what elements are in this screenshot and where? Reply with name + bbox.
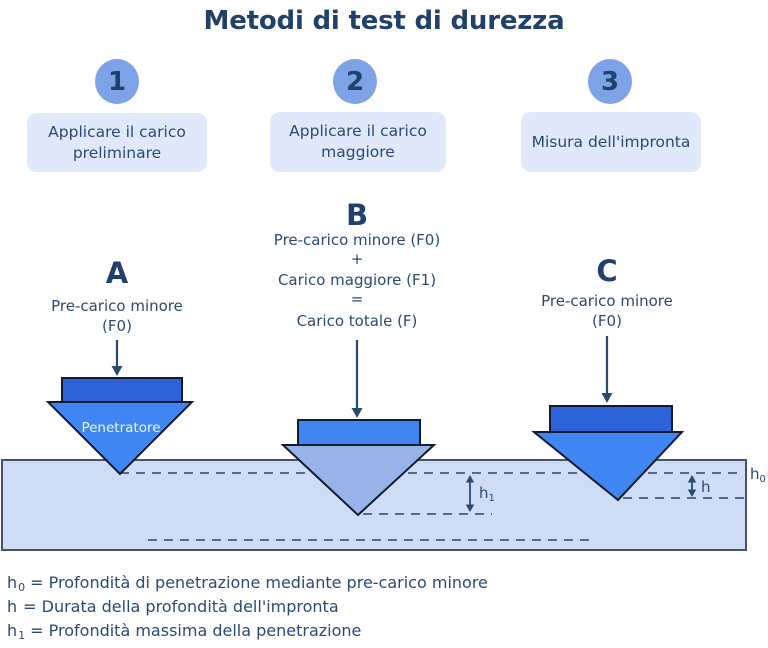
- legend-h1-sub: 1: [18, 629, 26, 642]
- penetrator-label: Penetratore: [81, 420, 160, 436]
- force-arrow-a-icon: [111, 340, 123, 376]
- legend-row-h1: h1 = Profondità massima della penetrazion…: [7, 619, 488, 643]
- h1-measure-arrow-icon: [465, 475, 475, 512]
- indentation-diagram: A Pre-carico minore (F0) B Pre-carico mi…: [1, 198, 766, 551]
- h0-label: h0: [750, 465, 766, 485]
- force-arrow-c-icon: [601, 336, 613, 403]
- step-box-apply-major-load: Applicare il carico maggiore: [270, 112, 446, 172]
- penetrator-b: [280, 419, 437, 517]
- step-circle-1: 1: [95, 59, 139, 104]
- stage-b-line-2: +: [351, 250, 364, 268]
- step-circle-2: 2: [333, 59, 377, 104]
- step-box-apply-preliminary-load: Applicare il carico preliminare: [27, 113, 207, 172]
- h1-label: h1: [479, 484, 495, 504]
- penetrator-b-holder: [297, 419, 421, 446]
- penetrator-a-tip: [45, 401, 195, 476]
- stage-b-line-1: Pre-carico minore (F0): [274, 231, 440, 249]
- penetrator-b-tip: [280, 444, 437, 517]
- legend-row-h0: h0 = Profondità di penetrazione mediante …: [7, 571, 488, 595]
- stage-a-line-1: Pre-carico minore: [51, 297, 183, 315]
- legend-h-text: = Durata della profondità dell'impronta: [23, 597, 339, 616]
- stage-c-line-1: Pre-carico minore: [541, 292, 673, 310]
- legend-row-h: h = Durata della profondità dell'impronta: [7, 595, 488, 619]
- penetrator-c-holder: [549, 405, 673, 433]
- stage-b-caption: B Pre-carico minore (F0) + Carico maggio…: [274, 198, 440, 330]
- h-measure-arrow-icon: [687, 475, 697, 497]
- stage-b-line-3: Carico maggiore (F1): [278, 271, 436, 289]
- stage-b-letter: B: [346, 198, 368, 232]
- stage-b-line-5: Carico totale (F): [297, 312, 418, 330]
- stage-a-letter: A: [106, 256, 129, 290]
- penetrator-c-tip: [531, 431, 685, 502]
- legend-h0-text: = Profondità di penetrazione mediante pr…: [30, 573, 488, 592]
- step-number-1: 1: [107, 66, 127, 97]
- penetrator-a-holder: [61, 377, 183, 403]
- stage-c-letter: C: [596, 254, 617, 288]
- step-label-3: Misura dell'impronta: [531, 132, 691, 151]
- step-label-1: Applicare il carico preliminare: [48, 122, 186, 162]
- stage-b-line-4: =: [351, 290, 364, 308]
- step-number-2: 2: [345, 66, 365, 97]
- page-title: Metodi di test di durezza: [203, 6, 565, 36]
- legend-h0-sub: 0: [18, 581, 26, 594]
- legend-h1-symbol: h: [7, 621, 18, 640]
- step-number-3: 3: [600, 66, 620, 97]
- legend-h0-symbol: h: [7, 573, 18, 592]
- penetrator-c: [531, 405, 685, 502]
- step-circle-3: 3: [588, 59, 632, 104]
- stage-c-caption: C Pre-carico minore (F0): [541, 254, 673, 330]
- stage-a-caption: A Pre-carico minore (F0): [51, 256, 183, 335]
- legend-h-symbol: h: [7, 597, 18, 616]
- force-arrow-b-icon: [351, 340, 363, 418]
- stage-c-line-2: (F0): [592, 312, 622, 330]
- penetrator-a: Penetratore: [45, 377, 195, 476]
- h-label: h: [701, 478, 711, 496]
- step-label-2: Applicare il carico maggiore: [289, 122, 427, 161]
- step-box-measure-indentation: Misura dell'impronta: [521, 112, 701, 172]
- legend-h1-text: = Profondità massima della penetrazione: [30, 621, 362, 640]
- stage-a-line-2: (F0): [102, 317, 132, 335]
- legend: h0= Profondità di penetrazione mediante …: [7, 571, 488, 643]
